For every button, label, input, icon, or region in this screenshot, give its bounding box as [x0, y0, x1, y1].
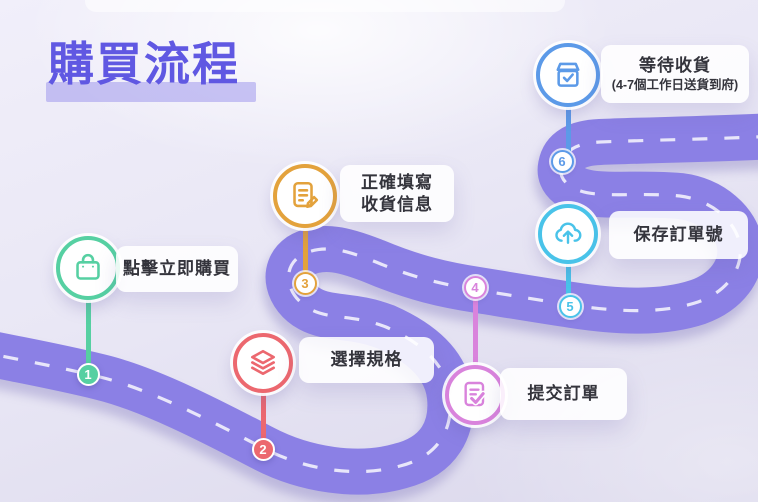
title-highlight [46, 82, 256, 102]
package-check-icon [556, 62, 580, 87]
step4-label: 提交訂單 [527, 384, 600, 403]
page-title: 購買流程 [48, 38, 240, 90]
step1-stem [85, 296, 91, 376]
step1-label-card: 點擊立即購買 [116, 246, 238, 292]
step5-number-badge: 5 [558, 294, 582, 318]
road-centerline [0, 135, 758, 474]
step3-stem [302, 224, 308, 282]
layers-icon [251, 349, 275, 375]
step5-label: 保存訂單號 [633, 225, 724, 244]
top-card-edge-decoration [85, 0, 565, 12]
document-edit-icon [293, 181, 319, 209]
step3-number-badge: 3 [293, 271, 317, 295]
document-check-icon [464, 381, 487, 407]
step5-stem [565, 260, 571, 306]
step3-label-card: 正確填寫 收貨信息 [340, 165, 454, 222]
shopping-bag-icon [76, 253, 100, 280]
step3-circle [273, 164, 337, 228]
step4-number-badge: 4 [463, 275, 487, 299]
step6-label-card: 等待收貨 (4-7個工作日送貨到府) [601, 45, 749, 103]
step5-circle [538, 204, 598, 264]
step6-stem [565, 103, 571, 161]
step6-number-badge: 6 [550, 149, 574, 173]
step4-label-card: 提交訂單 [500, 368, 627, 420]
step1-number-badge: 1 [76, 362, 100, 386]
title-block: 購買流程 [46, 38, 256, 102]
step1-label: 點擊立即購買 [123, 259, 231, 278]
step3-label-line1: 正確填寫 [361, 172, 433, 192]
step6-sublabel: (4-7個工作日送貨到府) [611, 78, 739, 92]
step5-label-card: 保存訂單號 [609, 211, 748, 259]
step2-circle [233, 333, 293, 393]
step2-stem [260, 388, 266, 450]
step4-circle [445, 365, 505, 425]
step4-stem [472, 296, 478, 370]
step2-label-card: 選擇規格 [299, 337, 434, 383]
step6-circle [536, 43, 600, 107]
step3-label-line2: 收貨信息 [361, 194, 433, 214]
step1-circle [56, 236, 120, 300]
step2-label: 選擇規格 [330, 350, 403, 369]
step6-label: 等待收貨 [639, 56, 711, 75]
cloud-upload-icon [555, 222, 582, 244]
step2-number-badge: 2 [251, 437, 275, 461]
